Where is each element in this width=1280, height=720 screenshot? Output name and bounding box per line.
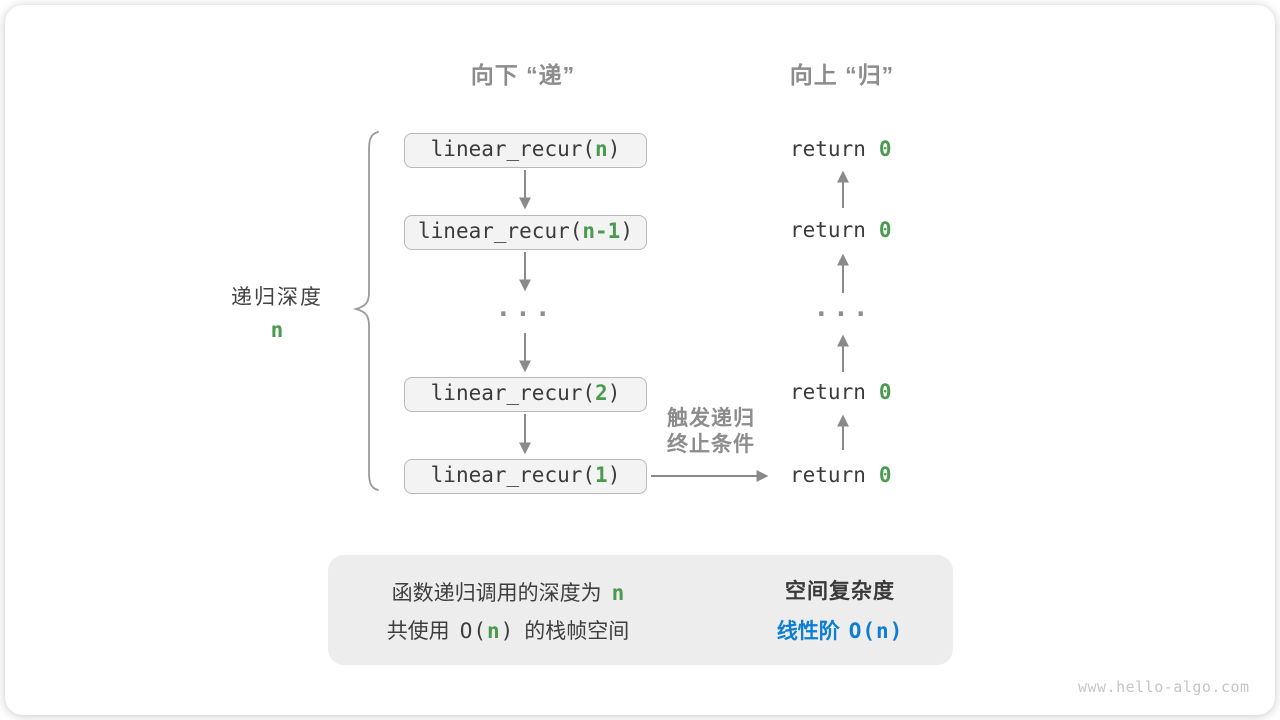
call-stack-ellipsis: ... (495, 293, 555, 323)
summary-line1-text: 函数递归调用的深度为 (391, 582, 602, 605)
return-value: 0 (878, 380, 892, 404)
linear-order-label: 线性阶 (776, 620, 840, 643)
returns-ellipsis: ... (813, 293, 873, 323)
return-value: 0 (878, 218, 892, 242)
recursion-depth-label: 递归深度 (231, 286, 323, 309)
base-case-label: 触发递归 终止条件 (631, 406, 791, 458)
return-value: 0 (878, 463, 892, 487)
call-box-n: linear_recur(n) (404, 133, 647, 168)
summary-panel (328, 555, 953, 665)
summary-line2-suffix: 的栈帧空间 (524, 620, 630, 643)
call-code: linear_recur( (418, 219, 583, 243)
site-watermark: www.hello-algo.com (1078, 678, 1250, 696)
call-arg: n-1 (582, 219, 621, 243)
big-o-open: O( (459, 619, 487, 643)
call-code: ) (607, 381, 621, 405)
return-value: 0 (878, 137, 892, 161)
call-code: ) (620, 219, 633, 243)
summary-line1-n: n (611, 581, 625, 605)
call-box-n-1: linear_recur(n-1) (404, 215, 647, 250)
call-code: linear_recur( (430, 463, 596, 487)
return-keyword: return (790, 218, 866, 242)
call-arg: 1 (595, 463, 608, 487)
call-box-2: linear_recur(2) (404, 377, 647, 412)
return-statement: return 0 (790, 463, 950, 487)
big-o-n: n (486, 619, 501, 643)
call-box-1: linear_recur(1) (404, 459, 647, 494)
call-code: linear_recur( (430, 381, 596, 405)
space-complexity-title: 空间复杂度 (785, 580, 895, 603)
return-keyword: return (790, 137, 866, 161)
depth-n: n (270, 318, 284, 342)
call-code: linear_recur( (430, 137, 596, 161)
return-statement: return 0 (790, 137, 950, 161)
header-return-up: 向上 “归” (789, 62, 895, 88)
big-o-close: ) (500, 619, 515, 643)
return-statement: return 0 (790, 380, 950, 404)
base-case-line2: 终止条件 (667, 433, 755, 456)
linear-order-code: O(n) (848, 619, 904, 643)
summary-line2: 共使用 O(n) 的栈帧空间 (330, 615, 686, 645)
summary-line1: 函数递归调用的深度为 n (330, 577, 686, 607)
call-arg: 2 (595, 381, 608, 405)
base-case-line1: 触发递归 (667, 407, 755, 430)
call-code: ) (607, 137, 621, 161)
recursion-depth-value: n (197, 318, 357, 342)
call-code: ) (607, 463, 621, 487)
return-keyword: return (790, 380, 866, 404)
return-keyword: return (790, 463, 866, 487)
space-complexity-value: 线性阶 O(n) (740, 615, 940, 645)
call-arg: n (595, 137, 608, 161)
summary-line2-prefix: 共使用 (386, 620, 450, 643)
return-statement: return 0 (790, 218, 950, 242)
header-recurse-down: 向下 “递” (470, 62, 576, 88)
